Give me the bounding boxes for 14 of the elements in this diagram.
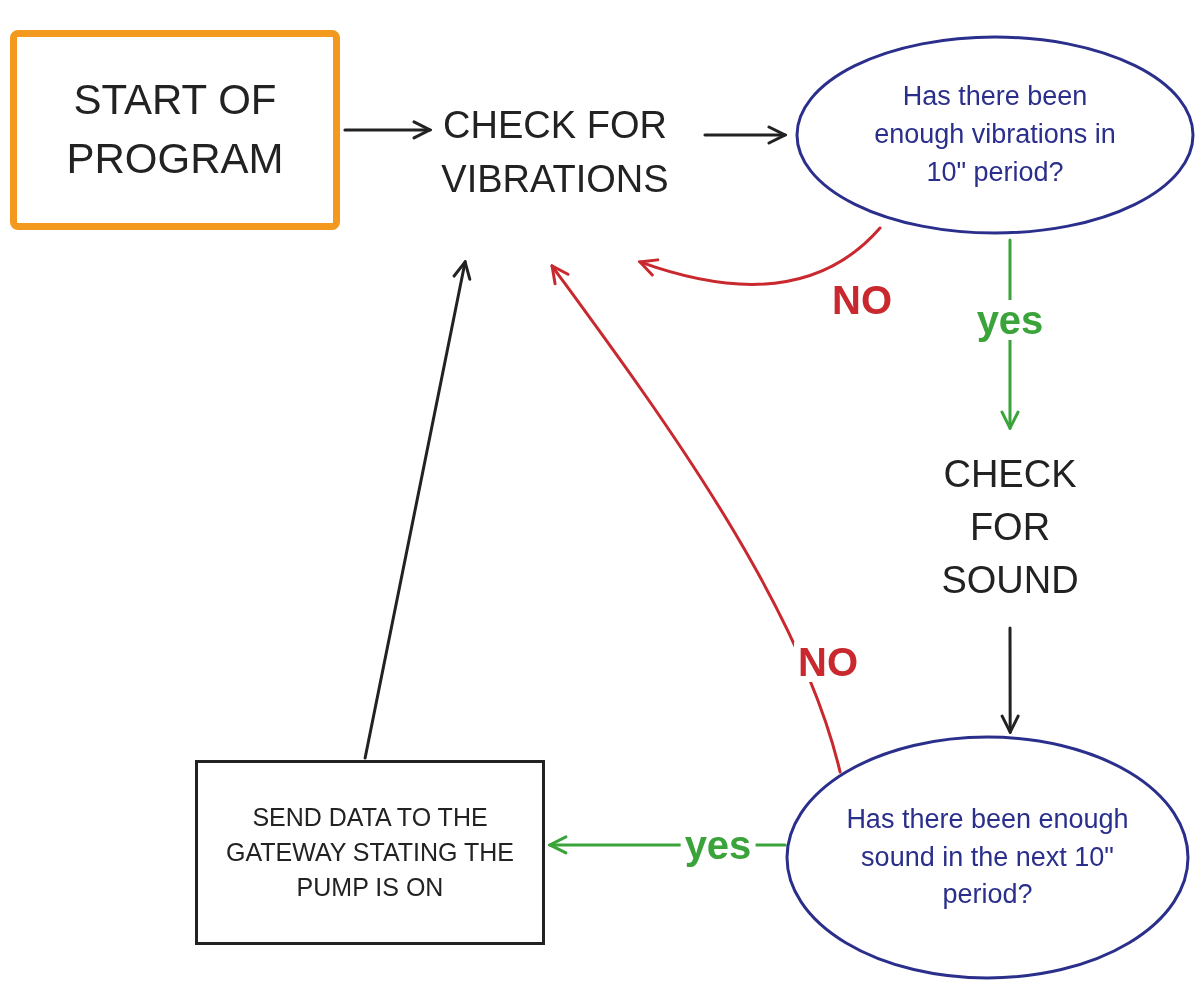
start-box (10, 30, 340, 230)
arrow (550, 264, 842, 774)
question-text: Has there been enough vibrations in 10" period? (873, 80, 1117, 189)
question-text: Has there been enough sound in the next 10" period? (845, 802, 1130, 912)
arrow (703, 125, 787, 145)
step-text: CHECK FOR VIBRATIONS (440, 103, 670, 202)
step-text: SEND DATA TO THE GATEWAY STATING THE PUMP IS ON (225, 802, 515, 903)
step-text: START OF PROGRAM (65, 75, 285, 184)
process-box (195, 760, 545, 945)
step-text: CHECK FOR SOUND (940, 451, 1080, 604)
arrow (638, 226, 882, 286)
arrow (1000, 626, 1020, 734)
arrow (343, 120, 432, 140)
arrow (363, 260, 472, 760)
